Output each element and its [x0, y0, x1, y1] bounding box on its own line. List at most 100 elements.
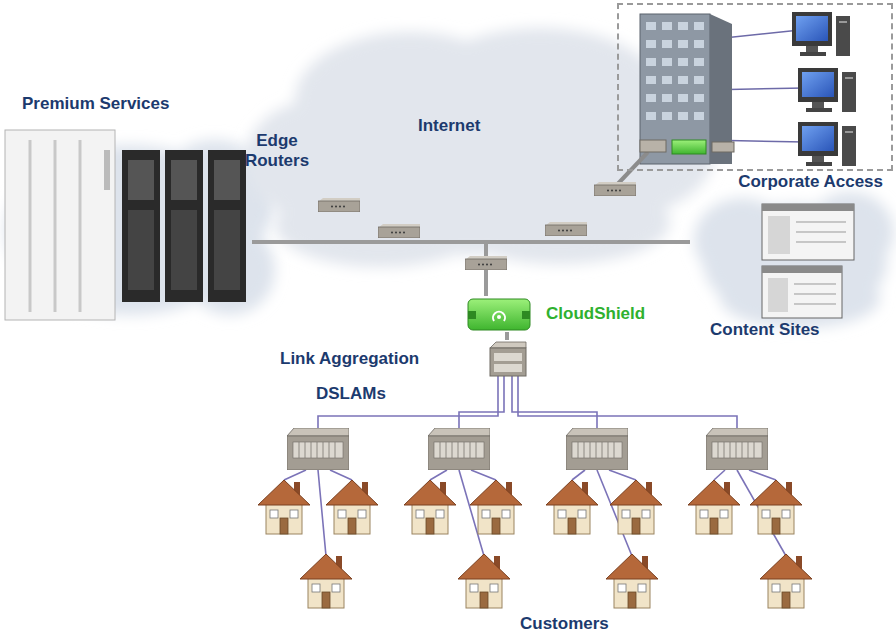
corporate-building-part-part [678, 58, 688, 66]
customer-houses-part [606, 554, 658, 608]
cloudshield-device: CloudShield [468, 296, 649, 332]
content-site-windows-part [796, 232, 846, 233]
content-site-windows-part [768, 278, 788, 312]
corporate-building-part [640, 14, 710, 164]
edge-routers-label: Edge Routers [242, 131, 312, 172]
corporate-building-part-part [694, 112, 704, 120]
corporate-building-part [646, 22, 704, 120]
corporate-building-part-part [678, 40, 688, 48]
corporate-building-part [798, 122, 856, 166]
server-rack-part [165, 150, 203, 302]
server-rack-part [54, 140, 57, 312]
content-site-windows-part [768, 216, 790, 254]
corporate-building-part-part [646, 112, 656, 120]
content-site-windows-part [762, 204, 854, 211]
content-site-windows-part [796, 222, 846, 223]
node-label: Link Aggregation [280, 349, 419, 369]
server-rack-part [208, 150, 246, 302]
corporate-building-part [792, 12, 850, 56]
server-rack-part [122, 150, 160, 302]
aggregation-switch-part [490, 342, 526, 348]
corporate-building-part-part [678, 76, 688, 84]
network-link [252, 240, 690, 244]
customer-houses-part [760, 554, 812, 608]
edge-routers-part [594, 182, 636, 196]
server-rack-part [79, 140, 82, 312]
corporate-building-part-part [646, 22, 656, 30]
customer-houses [258, 480, 812, 608]
customers-label: Customers [520, 614, 609, 634]
corporate-building-part-part [678, 22, 688, 30]
customer-houses-part [610, 480, 662, 534]
cloudshield-icon-part [493, 312, 505, 321]
corporate-building-part-part [646, 58, 656, 66]
internet-cloud: Internet [250, 20, 720, 270]
cloudshield-icon-part [468, 311, 476, 319]
corporate-building-part-part [694, 40, 704, 48]
access-lines-part [572, 470, 585, 480]
customer-houses-part [404, 480, 456, 534]
dslam-units-part [428, 428, 490, 470]
customer-houses-part [546, 480, 598, 534]
dslam-units-part [287, 428, 349, 470]
content-site-windows-part [794, 294, 836, 295]
corporate-building-part-part [662, 58, 672, 66]
corporate-building-part-part [646, 40, 656, 48]
corporate-building-part-part [694, 76, 704, 84]
access-lines-part [714, 470, 725, 480]
node-label: Content Sites [710, 320, 820, 340]
content-site-windows-part [794, 284, 836, 285]
server-rack-part [214, 210, 240, 290]
content-site-windows-part [762, 266, 842, 318]
corporate-building-part-part [662, 112, 672, 120]
cloudshield-icon-part [497, 315, 501, 319]
access-lines-part [459, 376, 504, 428]
dslam-units [287, 428, 768, 470]
edge-routers-part [378, 224, 420, 238]
customer-houses-part [458, 554, 510, 608]
access-lines-part [284, 470, 306, 480]
corporate-building-part-part [662, 94, 672, 102]
server-rack-part [29, 140, 32, 312]
access-lines-part [609, 470, 636, 480]
link-aggregation-switch: Link Aggregation [278, 340, 528, 378]
corporate-building-part [798, 68, 856, 112]
content-site-windows-part [762, 204, 854, 260]
content-cloud-shape [694, 192, 894, 328]
content-sites-cloud: Content Sites [690, 192, 896, 342]
server-rack-part [5, 130, 115, 320]
customer-houses-part [688, 480, 740, 534]
edge-routers-part [318, 198, 360, 212]
cloudshield-icon-part [522, 311, 530, 319]
access-lines-part [430, 470, 447, 480]
corporate-building-part-part [646, 94, 656, 102]
content-site-windows-part [762, 266, 842, 273]
access-lines [284, 376, 786, 556]
content-site-windows-part [796, 242, 846, 243]
access-lines-part [518, 376, 737, 428]
dslam-units-part [566, 428, 628, 470]
edge-routers-part [484, 242, 488, 256]
customer-houses-part [750, 480, 802, 534]
corporate-building-part-part [694, 94, 704, 102]
network-link [484, 270, 488, 296]
customer-houses-part [326, 480, 378, 534]
aggregation-switch-part [494, 353, 522, 361]
cloudshield-icon-part [468, 299, 530, 330]
server-rack-part [214, 160, 240, 200]
content-site-windows-part [794, 304, 836, 305]
access-lines-part [318, 470, 326, 556]
corporate-building-part-part [646, 76, 656, 84]
server-rack-part [128, 160, 154, 200]
access-lines-part [512, 376, 597, 428]
corporate-building-part-part [662, 76, 672, 84]
internet-cloud-shape-part [450, 180, 670, 264]
content-site-windows [762, 204, 854, 318]
node-label: Premium Services [22, 94, 169, 114]
customer-houses-part [258, 480, 310, 534]
premium-services-group: Premium Services [0, 92, 252, 324]
node-label: Internet [418, 116, 480, 136]
server-rack-part [104, 150, 110, 190]
edge-routers-part [545, 222, 587, 236]
corporate-building [612, 12, 856, 190]
